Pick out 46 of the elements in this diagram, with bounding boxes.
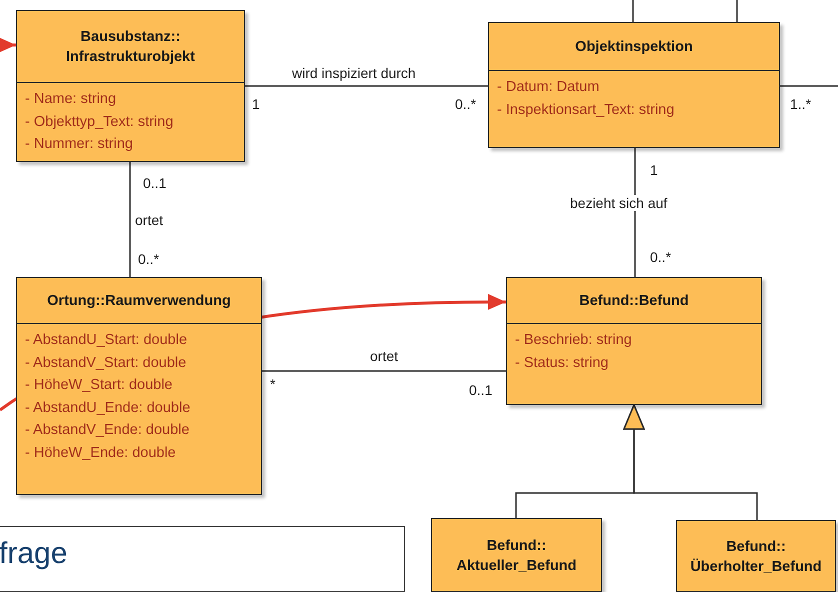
class-name: Befund::Befund [579, 292, 689, 310]
class-box [488, 22, 780, 148]
pointer-arrow [0, 37, 16, 53]
attribute-text: - AbstandU_Ende: double [25, 398, 190, 418]
attribute-text: - Datum: Datum [497, 78, 600, 97]
multiplicity-label: 0..* [650, 249, 672, 265]
association-line [780, 85, 838, 87]
class-box [16, 277, 262, 495]
attribute-text: - AbstandU_Start: double [25, 331, 188, 350]
multiplicity-label: 0..* [138, 251, 160, 267]
class-name: Bausubstanz:: Infrastrukturobjekt [65, 28, 196, 66]
attribute-text: - Name: string [25, 90, 116, 109]
text-panel [0, 526, 405, 592]
association-line [245, 85, 488, 87]
multiplicity-label: 0..1 [469, 382, 492, 398]
association-line [632, 0, 634, 22]
edge-label: wird inspiziert durch [290, 65, 418, 81]
class-box [16, 10, 245, 162]
multiplicity-label: 1 [252, 96, 260, 112]
association-line [736, 0, 738, 22]
attribute-text: - AbstandV_Ende: double [25, 421, 190, 440]
attribute-text: - HöheW_Start: double [25, 376, 172, 395]
class-box [676, 520, 836, 592]
class-name: Ortung::Raumverwendung [47, 292, 231, 310]
attribute-text: - Beschrieb: string [515, 331, 632, 350]
association-line [129, 162, 131, 277]
multiplicity-label: * [270, 376, 276, 392]
attribute-text: - Inspektionsart_Text: string [497, 100, 674, 120]
edge-label: bezieht sich auf [568, 195, 670, 211]
multiplicity-label: 1..* [790, 96, 812, 112]
attribute-text: - Nummer: string [25, 135, 133, 154]
class-box [431, 518, 602, 592]
class-name: Objektinspektion [575, 38, 693, 56]
class-name: Befund:: Überholter_Befund [689, 538, 823, 576]
association-line [634, 148, 636, 277]
multiplicity-label: 0..* [455, 96, 476, 112]
generalization-arrow [623, 404, 758, 520]
multiplicity-label: 1 [650, 162, 658, 178]
class-name: Befund:: Aktueller_Befund [455, 536, 578, 576]
attribute-text: - HöheW_Ende: double [25, 444, 176, 462]
attribute-text: - Status: string [515, 354, 608, 372]
association-line [262, 370, 506, 372]
attribute-text: - Objekttyp_Text: string [25, 112, 174, 132]
attribute-text: - AbstandV_Start: double [25, 354, 186, 372]
multiplicity-label: 0..1 [143, 175, 166, 191]
class-box [506, 277, 762, 405]
